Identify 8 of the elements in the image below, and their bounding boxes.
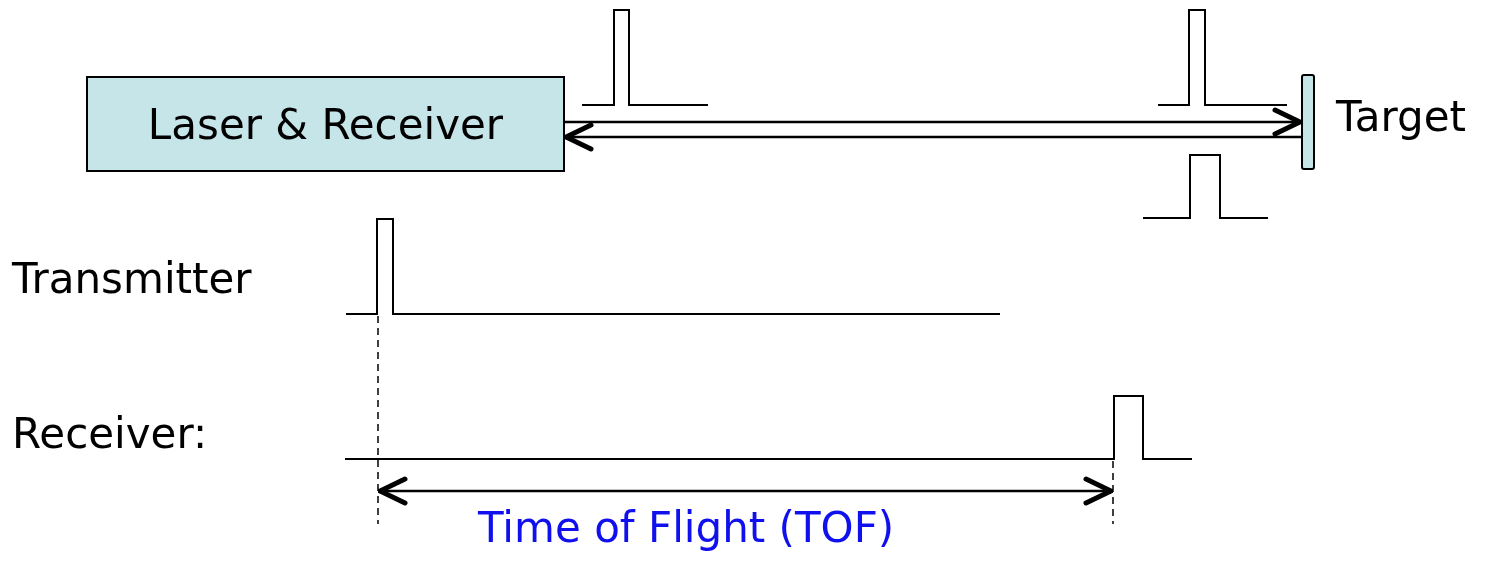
dimension-label: Time of Flight (TOF)	[478, 505, 895, 552]
signal-label: Receiver:	[12, 411, 208, 458]
device-box	[86, 76, 565, 172]
arrow	[565, 107, 1303, 137]
box-label: Laser & Receiver	[147, 99, 504, 149]
target-bar	[1301, 74, 1315, 170]
target-label: Target	[1336, 94, 1466, 141]
signal-label: Transmitter	[12, 256, 252, 303]
